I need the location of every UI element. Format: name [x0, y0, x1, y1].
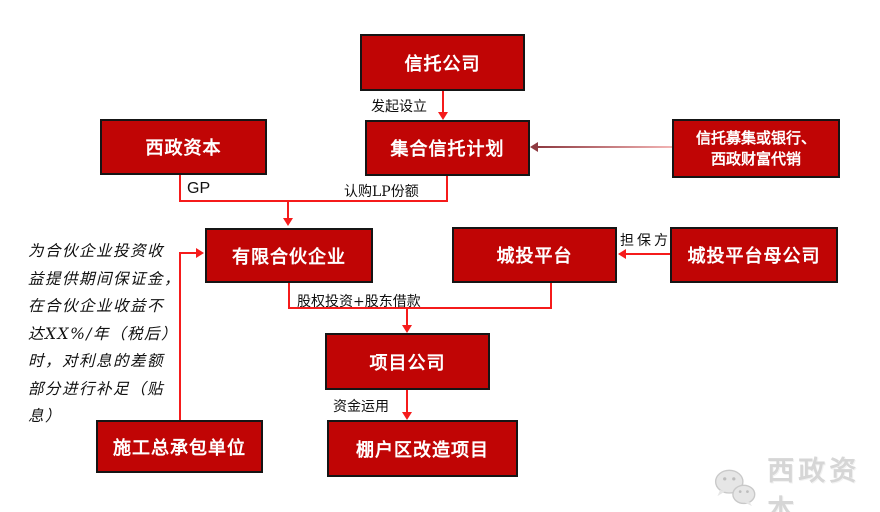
- edge-label-fund-use: 资金运用: [333, 399, 389, 415]
- edge-label-guarantor: 担保方: [620, 233, 671, 249]
- node-collective-trust-plan: 集合信托计划: [365, 120, 530, 176]
- edge-distribution-arrowhead: [530, 142, 538, 152]
- edge-label-equity-plus-loan: 股权投资+股东借款: [297, 294, 421, 310]
- edge-platform-to-project-stub: [550, 283, 552, 309]
- edge-partnership-hline: [179, 200, 448, 202]
- node-trust-company: 信托公司: [360, 34, 525, 91]
- wechat-icon: [714, 469, 756, 507]
- edge-contractor-arrowhead: [196, 248, 204, 258]
- edge-initiate-setup-arrowhead: [438, 112, 448, 120]
- edge-gp-stub-line: [179, 175, 181, 202]
- guarantee-note-line: 时，对利息的差额: [28, 352, 165, 370]
- guarantee-note-line: 达XX%/年（税后）: [28, 324, 179, 343]
- edge-contractor-hline: [179, 252, 197, 254]
- edge-fund-use-line: [406, 390, 408, 413]
- distribution-label-line2: 西政财富代销: [710, 150, 801, 168]
- edge-guarantor-line: [626, 253, 670, 255]
- distribution-label-line1: 信托募集或银行、: [695, 129, 816, 147]
- edge-initiate-setup-line: [442, 91, 444, 114]
- node-xizheng-capital: 西政资本: [100, 119, 267, 175]
- node-project-company: 项目公司: [325, 333, 490, 390]
- edge-label-gp: GP: [187, 180, 211, 197]
- guarantee-note-line: 为合伙企业投资收: [28, 242, 165, 260]
- edge-label-subscribe-lp: 认购LP份额: [344, 184, 419, 200]
- edge-contractor-vline: [179, 252, 181, 420]
- edge-label-initiate-setup: 发起设立: [371, 99, 427, 115]
- node-general-contractor: 施工总承包单位: [96, 420, 263, 473]
- edge-partnership-to-project-stub: [288, 283, 290, 309]
- edge-fund-use-arrowhead: [402, 412, 412, 420]
- watermark-label: 西政资本: [767, 456, 861, 512]
- edge-project-hline: [288, 307, 552, 309]
- watermark: 西政资本: [712, 449, 880, 512]
- node-shantytown-renovation-project: 棚户区改造项目: [327, 420, 518, 477]
- node-trust-raising-distribution: 信托募集或银行、 西政财富代销: [672, 119, 840, 178]
- guarantee-note-line: 在合伙企业收益不: [28, 297, 165, 315]
- guarantee-note: 为合伙企业投资收 益提供期间保证金， 在合伙企业收益不 达XX%/年（税后） 时…: [28, 238, 188, 431]
- guarantee-note-line: 息）: [28, 407, 63, 425]
- edge-partnership-arrowhead: [283, 218, 293, 226]
- node-limited-partnership: 有限合伙企业: [205, 228, 373, 283]
- node-city-platform-parent: 城投平台母公司: [670, 227, 838, 283]
- edge-project-arrowhead: [402, 325, 412, 333]
- edge-distribution-line: [538, 146, 672, 148]
- edge-lp-stub-line: [446, 176, 448, 202]
- guarantee-note-line: 益提供期间保证金，: [28, 269, 182, 288]
- edge-partnership-downline: [287, 202, 289, 219]
- edge-project-downline: [406, 309, 408, 326]
- edge-guarantor-arrowhead: [618, 249, 626, 259]
- guarantee-note-line: 部分进行补足（贴: [28, 379, 165, 398]
- node-city-investment-platform: 城投平台: [452, 227, 617, 283]
